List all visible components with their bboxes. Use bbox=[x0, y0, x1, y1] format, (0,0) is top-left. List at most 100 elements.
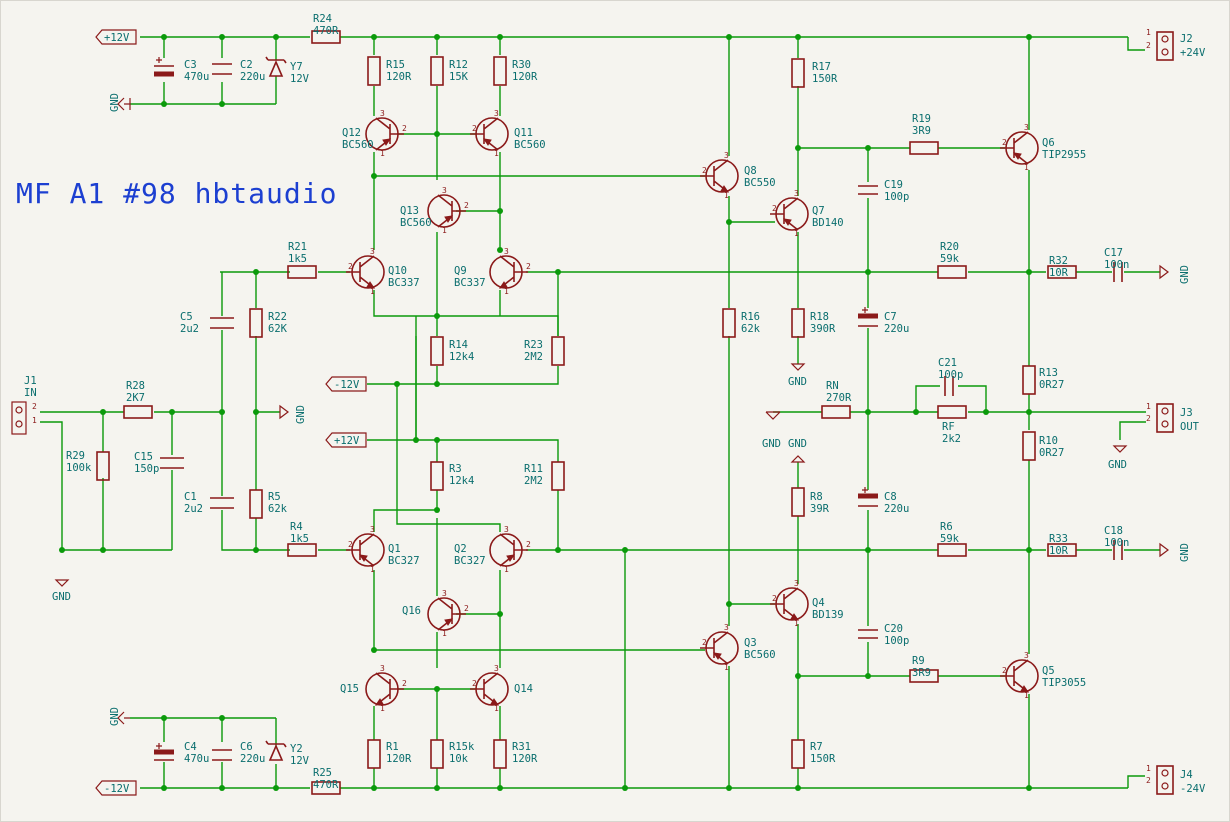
label-y7-value: 12V bbox=[290, 73, 310, 85]
pin-number: 1 bbox=[794, 229, 799, 238]
pin-number: 3 bbox=[724, 151, 729, 160]
gnd-label-j3: GND bbox=[1108, 459, 1127, 471]
pin-number: 3 bbox=[494, 664, 499, 673]
pin-number: 3 bbox=[504, 247, 509, 256]
label-r10-ref: R10 bbox=[1039, 435, 1058, 447]
label-r30-ref: R30 bbox=[512, 59, 531, 71]
label-y7-ref: Y7 bbox=[290, 61, 303, 73]
label-r30-value: 120R bbox=[512, 71, 538, 83]
j2-pin2: 2 bbox=[1146, 41, 1151, 50]
label-r16-value: 62k bbox=[741, 323, 761, 335]
label-r17-value: 150R bbox=[812, 73, 838, 85]
j2-pin1: 1 bbox=[1146, 28, 1151, 37]
label-q4-value: BD139 bbox=[812, 609, 844, 621]
pin-number: 2 bbox=[472, 124, 477, 133]
gnd-label-bottom: GND bbox=[109, 707, 121, 726]
j4-pin1: 1 bbox=[1146, 764, 1151, 773]
label-r28-value: 2K7 bbox=[126, 392, 145, 404]
ground-symbols bbox=[54, 97, 1169, 725]
transistor-q14: 321 bbox=[470, 664, 509, 713]
label-r15k-ref: R15k bbox=[449, 741, 475, 753]
label-r12-value: 15K bbox=[449, 71, 469, 83]
pin-number: 1 bbox=[494, 149, 499, 158]
label-q6-ref: Q6 bbox=[1042, 137, 1055, 149]
gnd-label-input: GND bbox=[295, 405, 307, 424]
label-c5-value: 2u2 bbox=[180, 323, 199, 335]
label-c7-ref: C7 bbox=[884, 311, 897, 323]
label-c5-ref: C5 bbox=[180, 311, 193, 323]
label-r23-value: 2M2 bbox=[524, 351, 543, 363]
transistor-q15: 321 bbox=[365, 664, 407, 713]
label-r29-value: 100k bbox=[66, 462, 92, 474]
pin-number: 3 bbox=[504, 525, 509, 534]
polarity-marks bbox=[156, 57, 868, 749]
pin-number: 3 bbox=[370, 525, 375, 534]
label-c20-value: 100p bbox=[884, 635, 909, 647]
transistor-q3: 321 bbox=[700, 623, 739, 672]
label-rf-ref: RF bbox=[942, 421, 955, 433]
label-q11-ref: Q11 bbox=[514, 127, 533, 139]
neg12-bottom-label: -12V bbox=[104, 783, 130, 795]
pos12-top-label: +12V bbox=[104, 32, 130, 44]
label-c18-value: 100n bbox=[1104, 537, 1129, 549]
label-r10-value: 0R27 bbox=[1039, 447, 1064, 459]
j4-pin2: 2 bbox=[1146, 776, 1151, 785]
pin-number: 3 bbox=[724, 623, 729, 632]
label-c19-ref: C19 bbox=[884, 179, 903, 191]
label-rn-ref: RN bbox=[826, 380, 839, 392]
label-c2-ref: C2 bbox=[240, 59, 253, 71]
label-q1-value: BC327 bbox=[388, 555, 420, 567]
pin-number: 2 bbox=[526, 540, 531, 549]
label-r7-value: 150R bbox=[810, 753, 836, 765]
label-r9-ref: R9 bbox=[912, 655, 925, 667]
pin-number: 1 bbox=[504, 565, 509, 574]
label-r9-value: 3R9 bbox=[912, 667, 931, 679]
schematic-title: MF A1 #98 hbtaudio bbox=[16, 177, 337, 210]
label-c21-ref: C21 bbox=[938, 357, 957, 369]
label-rf-value: 2k2 bbox=[942, 433, 961, 445]
label-c1-value: 2u2 bbox=[184, 503, 203, 515]
label-r33-ref: R33 bbox=[1049, 533, 1068, 545]
pin-number: 1 bbox=[370, 287, 375, 296]
label-q12-value: BC560 bbox=[342, 139, 374, 151]
label-r5-ref: R5 bbox=[268, 491, 281, 503]
j3-pin2: 2 bbox=[1146, 414, 1151, 423]
label-r15k-value: 10k bbox=[449, 753, 469, 765]
transistor-q1: 321 bbox=[346, 525, 385, 574]
label-r28-ref: R28 bbox=[126, 380, 145, 392]
j1-value: IN bbox=[24, 387, 37, 399]
label-q13-value: BC560 bbox=[400, 217, 432, 229]
pin-number: 2 bbox=[1002, 666, 1007, 675]
label-q3-ref: Q3 bbox=[744, 637, 757, 649]
transistor-q11: 321 bbox=[470, 109, 509, 158]
pin-number: 1 bbox=[1024, 163, 1029, 172]
label-r31-value: 120R bbox=[512, 753, 538, 765]
pin-number: 1 bbox=[724, 191, 729, 200]
label-r17-ref: R17 bbox=[812, 61, 831, 73]
pin-number: 1 bbox=[380, 704, 385, 713]
label-q8-ref: Q8 bbox=[744, 165, 757, 177]
transistor-q8: 3 2 1 bbox=[700, 151, 739, 200]
label-q10-value: BC337 bbox=[388, 277, 420, 289]
label-q9-value: BC337 bbox=[454, 277, 486, 289]
label-c1-ref: C1 bbox=[184, 491, 197, 503]
j1-ref: J1 bbox=[24, 375, 37, 387]
label-q3-value: BC560 bbox=[744, 649, 776, 661]
label-y2-ref: Y2 bbox=[290, 743, 303, 755]
gnd-label-top: GND bbox=[109, 93, 121, 112]
label-rn-value: 270R bbox=[826, 392, 852, 404]
label-c19-value: 100p bbox=[884, 191, 909, 203]
label-r8-ref: R8 bbox=[810, 491, 823, 503]
pin-number: 2 bbox=[702, 166, 707, 175]
label-c6-value: 220u bbox=[240, 753, 265, 765]
transistor-q12: 321 bbox=[365, 109, 407, 158]
label-q4-ref: Q4 bbox=[812, 597, 825, 609]
resistor-bodies bbox=[96, 30, 1077, 795]
label-r18-value: 390R bbox=[810, 323, 836, 335]
label-c2-value: 220u bbox=[240, 71, 265, 83]
pin-number: 1 bbox=[494, 704, 499, 713]
label-c4-ref: C4 bbox=[184, 741, 197, 753]
pin-number: 3 bbox=[370, 247, 375, 256]
pin-number: 2 bbox=[772, 594, 777, 603]
